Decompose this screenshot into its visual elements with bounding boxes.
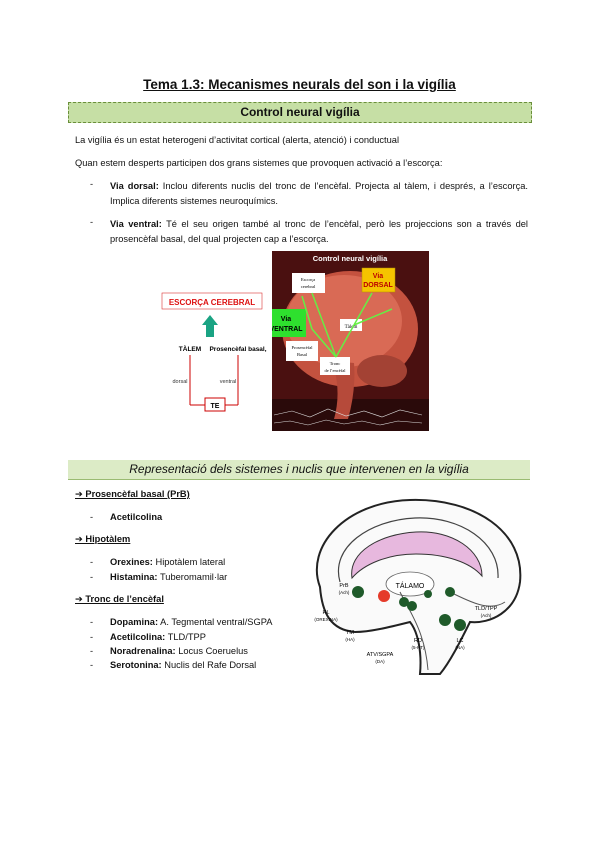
label-ventral-brain: VENTRAL (272, 326, 303, 333)
label-tld: TLD/TPP (475, 606, 498, 612)
box-via-ventral (272, 309, 306, 337)
cortex-box (161, 292, 263, 310)
list-item: -Serotonina: Nuclis del Rafe Dorsal (90, 660, 257, 670)
list-item: -Noradrenalina: Locus Coeruelus (90, 646, 248, 656)
label-lc-sub: (NA) (455, 645, 465, 650)
label-rd: RD (414, 638, 422, 644)
label-cortex: ESCORÇA CEREBRAL (169, 298, 255, 307)
label-dorsal: dorsal (173, 379, 188, 385)
label-te: TE (211, 403, 220, 410)
label-dorsal-brain: DORSAL (363, 282, 393, 289)
box-prosencefal (286, 341, 318, 361)
bullet-via-ventral: Via ventral: Té el seu origen també al t… (110, 217, 528, 247)
paragraph-sistemes: Quan estem desperts participen dos grans… (75, 158, 443, 168)
label-prosencefal: Prosencèfal basal, (209, 346, 266, 353)
section-heading-control: Control neural vigília (68, 102, 532, 123)
bullet-dash: - (90, 179, 94, 189)
label-rd-sub: (5-HT) (412, 645, 425, 650)
label-escorca: Escorça (301, 277, 315, 282)
bullet-text: Té el seu origen també al tronc de l’enc… (110, 219, 528, 244)
group-heading-hipotalem: ➔ Hipotàlem (75, 534, 131, 544)
bullet-via-dorsal: Via dorsal: Inclou diferents nuclis del … (110, 179, 528, 209)
label-basal: Basal (297, 352, 308, 357)
label-atv: ATV/SGPA (367, 652, 394, 658)
page-title: Tema 1.3: Mecanismes neurals del son i l… (143, 77, 456, 92)
label-hl: HL (322, 610, 329, 616)
label-via: Via (373, 273, 383, 280)
brain-title: Control neural vigília (313, 254, 388, 263)
list-item: -Dopamina: A. Tegmental ventral/SGPA (90, 617, 273, 627)
label-prb-sub: (Ach) (339, 590, 350, 595)
diagram-nuclei: TÁLAMO PrB (Ach) HL (OREXINA) TM (HA) AT… (314, 498, 522, 675)
list-item: -Histamina: Tuberomamil·lar (90, 572, 228, 582)
label-prosencefal-brain: Prosencèfal (292, 345, 314, 350)
label-talem: TÀLEM (179, 344, 201, 353)
diagram-pathways: ESCORÇA CEREBRAL TÀLEM Prosencèfal basal… (161, 292, 267, 412)
label-talamo: TÁLAMO (396, 581, 425, 590)
section-heading-representacio: Representació dels sistemes i nuclis que… (68, 460, 530, 480)
bullet-label: Via dorsal: (110, 181, 159, 191)
label-tm-sub: (HA) (345, 637, 355, 642)
up-arrow-icon (202, 315, 218, 337)
label-cerebral: cerebral (301, 284, 316, 289)
diagram-brain: Control neural vigília Escorça cerebral … (272, 251, 429, 431)
group-heading-tronc: ➔ Tronc de l’encèfal (75, 594, 164, 604)
label-tronc: Tronc (330, 361, 341, 366)
te-box (204, 397, 226, 412)
label-prb: PrB (339, 583, 349, 589)
list-item: -Acetilcolina: TLD/TPP (90, 632, 206, 642)
label-via-v: Via (281, 316, 291, 323)
label-talem-brain: Tàlem (345, 325, 358, 330)
bullet-label: Via ventral: (110, 219, 162, 229)
label-atv-sub: (DA) (375, 659, 385, 664)
list-item: -Orexines: Hipotàlem lateral (90, 557, 226, 567)
label-ventral: ventral (220, 379, 237, 385)
label-encefal: de l’encèfal (324, 368, 346, 373)
paragraph-vigilia: La vigília és un estat heterogeni d’acti… (75, 135, 400, 145)
list-item: -Acetilcolina (90, 512, 163, 522)
box-via-dorsal (361, 267, 396, 293)
bullet-text: Inclou diferents nuclis del tronc de l’e… (110, 181, 528, 206)
bullet-dash: - (90, 217, 94, 227)
group-heading-prosencefal: ➔ Prosencèfal basal (PrB) (75, 489, 190, 499)
box-escorca (292, 273, 325, 293)
label-tld-sub: (Ach) (481, 613, 492, 618)
label-hl-sub: (OREXINA) (314, 617, 338, 622)
box-tronc (320, 357, 350, 375)
label-lc: LC (456, 638, 463, 644)
label-tm: TM (346, 630, 354, 636)
